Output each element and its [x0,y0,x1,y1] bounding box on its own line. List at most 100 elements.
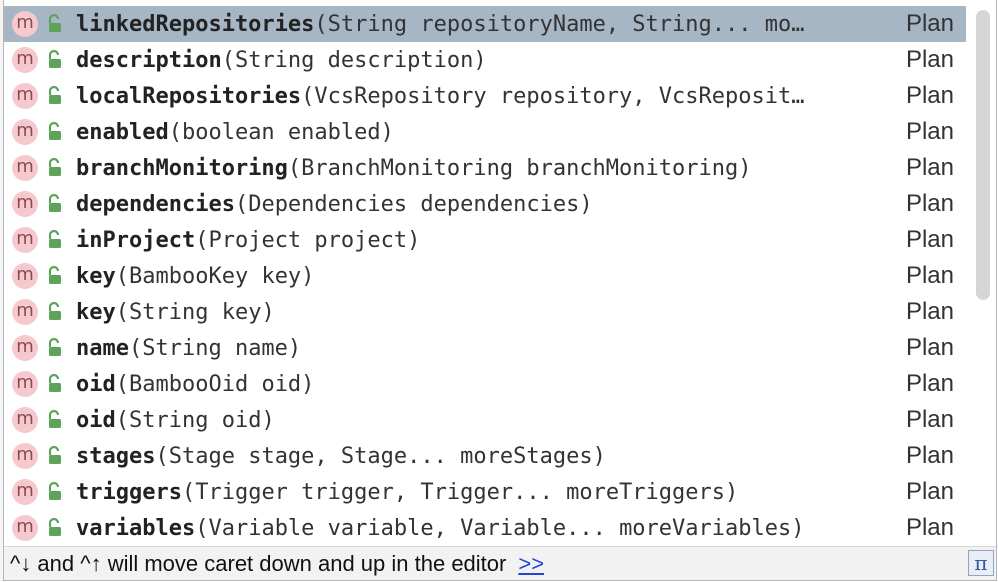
public-lock-icon [48,229,61,248]
completion-item[interactable]: m triggers(Trigger trigger, Trigger... m… [4,474,966,510]
public-lock-icon [48,301,61,320]
completion-item[interactable]: m name(String name) Plan [4,330,966,366]
method-params: (String name) [128,335,302,361]
public-lock-icon [48,121,61,140]
method-params: (BambooKey key) [115,263,315,289]
completion-item[interactable]: m inProject(Project project) Plan [4,222,966,258]
return-type: Plan [905,334,954,361]
public-lock-icon [48,265,61,284]
completion-signature: name(String name) [76,336,856,361]
public-lock-icon [48,445,61,464]
completion-signature: oid(String oid) [76,408,856,433]
method-icon: m [12,443,38,469]
scrollbar-thumb[interactable] [976,10,990,300]
public-lock-icon [48,517,61,536]
public-lock-icon [48,85,61,104]
completion-signature: enabled(boolean enabled) [76,120,856,145]
return-type: Plan [905,118,954,145]
completion-signature: key(BambooKey key) [76,264,856,289]
return-type: Plan [905,514,954,541]
public-lock-icon [48,49,61,68]
completion-signature: variables(Variable variable, Variable...… [76,516,856,541]
method-icon: m [12,515,38,541]
completion-item[interactable]: m key(String key) Plan [4,294,966,330]
completion-item[interactable]: m localRepositories(VcsRepository reposi… [4,78,966,114]
public-lock-icon [48,193,61,212]
method-name: inProject [76,227,196,253]
completion-list: m linkedRepositories(String repositoryNa… [4,6,966,546]
public-lock-icon [48,13,61,32]
completion-signature: branchMonitoring(BranchMonitoring branch… [76,156,856,181]
method-icon: m [12,299,38,325]
completion-signature: linkedRepositories(String repositoryName… [76,12,856,37]
method-icon: m [12,119,38,145]
method-name: localRepositories [76,83,302,109]
completion-item[interactable]: m key(BambooKey key) Plan [4,258,966,294]
method-params: (Dependencies dependencies) [234,191,593,217]
footer-hint: ^↓ and ^↑ will move caret down and up in… [10,551,507,576]
return-type: Plan [905,46,954,73]
method-name: variables [76,515,196,541]
method-params: (String description) [221,47,487,73]
public-lock-icon [48,409,61,428]
completion-item[interactable]: m oid(String oid) Plan [4,402,966,438]
return-type: Plan [905,370,954,397]
return-type: Plan [905,406,954,433]
public-lock-icon [48,337,61,356]
completion-item[interactable]: m stages(Stage stage, Stage... moreStage… [4,438,966,474]
method-name: enabled [76,119,169,145]
public-lock-icon [48,481,61,500]
method-icon: m [12,155,38,181]
completion-signature: localRepositories(VcsRepository reposito… [76,84,856,109]
completion-signature: triggers(Trigger trigger, Trigger... mor… [76,480,856,505]
completion-footer: ^↓ and ^↑ will move caret down and up in… [4,546,996,580]
return-type: Plan [905,82,954,109]
completion-item[interactable]: m dependencies(Dependencies dependencies… [4,186,966,222]
completion-signature: oid(BambooOid oid) [76,372,856,397]
method-name: linkedRepositories [76,11,315,37]
completion-signature: description(String description) [76,48,856,73]
return-type: Plan [905,478,954,505]
method-params: (boolean enabled) [168,119,394,145]
return-type: Plan [905,10,954,37]
method-params: (VcsRepository repository, VcsReposit… [301,83,805,109]
method-name: stages [76,443,156,469]
method-params: (String oid) [115,407,275,433]
method-name: triggers [76,479,182,505]
method-name: description [76,47,222,73]
completion-item[interactable]: m oid(BambooOid oid) Plan [4,366,966,402]
completion-item[interactable]: m variables(Variable variable, Variable.… [4,510,966,546]
method-icon: m [12,11,38,37]
completion-signature: key(String key) [76,300,856,325]
public-lock-icon [48,157,61,176]
method-params: (Variable variable, Variable... moreVari… [195,515,805,541]
completion-item[interactable]: m description(String description) Plan [4,42,966,78]
method-icon: m [12,407,38,433]
method-params: (String key) [115,299,275,325]
method-name: branchMonitoring [76,155,288,181]
return-type: Plan [905,190,954,217]
completion-item[interactable]: m linkedRepositories(String repositoryNa… [4,6,966,42]
method-icon: m [12,227,38,253]
method-params: (String repositoryName, String... mo… [314,11,805,37]
method-name: name [76,335,129,361]
return-type: Plan [905,298,954,325]
method-icon: m [12,371,38,397]
completion-item[interactable]: m branchMonitoring(BranchMonitoring bran… [4,150,966,186]
method-name: oid [76,371,116,397]
method-icon: m [12,479,38,505]
public-lock-icon [48,373,61,392]
return-type: Plan [905,154,954,181]
method-name: oid [76,407,116,433]
return-type: Plan [905,226,954,253]
method-icon: m [12,83,38,109]
method-params: (Stage stage, Stage... moreStages) [155,443,606,469]
completion-signature: stages(Stage stage, Stage... moreStages) [76,444,856,469]
return-type: Plan [905,442,954,469]
pi-icon[interactable]: π [968,550,994,576]
return-type: Plan [905,262,954,289]
completion-item[interactable]: m enabled(boolean enabled) Plan [4,114,966,150]
more-shortcuts-link[interactable]: >> [518,551,545,576]
method-params: (BranchMonitoring branchMonitoring) [287,155,752,181]
method-icon: m [12,263,38,289]
